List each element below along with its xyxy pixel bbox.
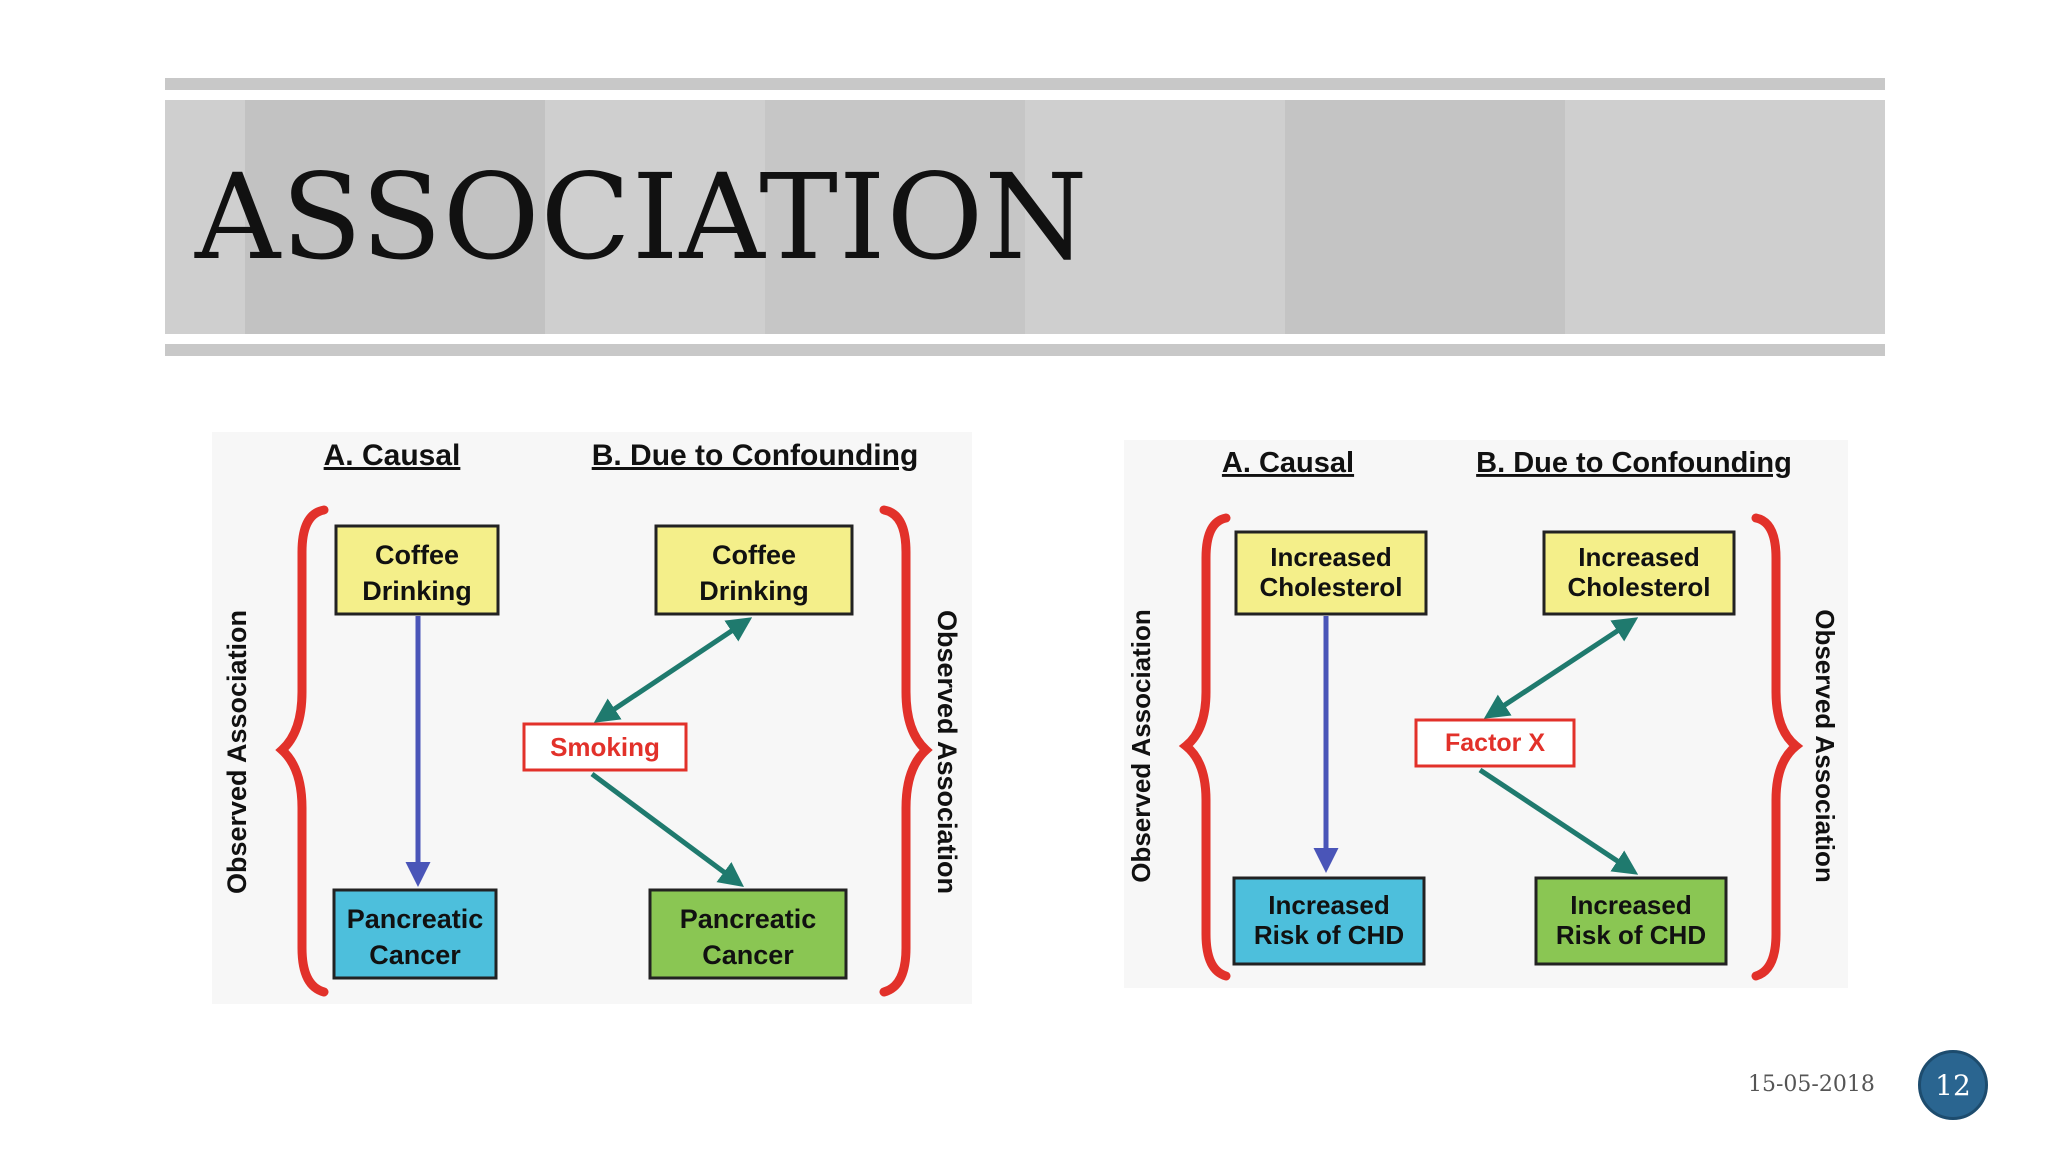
box-confound-bottom-line1: Increased — [1570, 890, 1691, 920]
side-label-right: Observed Association — [932, 610, 962, 894]
slide-title: ASSOCIATION — [195, 148, 1089, 286]
right-brace — [1751, 513, 1804, 981]
title-band-background — [165, 78, 1885, 356]
box-confound-bottom — [648, 888, 848, 980]
left-brace — [1178, 513, 1231, 981]
box-causal-bottom-line2: Cancer — [369, 940, 461, 970]
slide-date: 15-05-2018 — [1748, 1072, 1875, 1097]
box-confound-top — [1542, 530, 1736, 616]
box-causal-top-line2: Cholesterol — [1259, 572, 1402, 602]
box-causal-top — [1234, 530, 1428, 616]
diagram-cholesterol-canvas: A. Causal B. Due to Confounding Observed… — [1124, 440, 1848, 988]
box-causal-bottom — [332, 888, 498, 980]
box-causal-top-line2: Drinking — [362, 576, 472, 606]
diagram-cholesterol: A. Causal B. Due to Confounding Observed… — [1124, 440, 1848, 988]
heading-causal: A. Causal — [324, 439, 461, 472]
box-confounder-label: Smoking — [550, 732, 660, 762]
heading-causal: A. Causal — [1222, 447, 1354, 479]
box-confounder — [522, 722, 688, 772]
box-causal-bottom — [1232, 876, 1426, 966]
confound-arrow-down — [1478, 767, 1639, 875]
heading-confounding: B. Due to Confounding — [592, 439, 919, 472]
box-causal-top-line1: Increased — [1270, 542, 1391, 572]
title-band: ASSOCIATION — [165, 78, 1885, 356]
box-causal-bottom-line1: Increased — [1268, 890, 1389, 920]
box-confound-top-line1: Increased — [1578, 542, 1699, 572]
box-confound-bottom — [1534, 876, 1728, 966]
side-label-right: Observed Association — [1810, 609, 1840, 883]
box-confound-top — [654, 524, 854, 616]
box-confound-top-line1: Coffee — [712, 540, 796, 570]
box-causal-top-line1: Coffee — [375, 540, 459, 570]
confound-arrow-up — [593, 617, 753, 723]
diagram-background — [212, 432, 972, 1004]
box-causal-bottom-line2: Risk of CHD — [1254, 920, 1404, 950]
box-causal-bottom-line1: Pancreatic — [347, 904, 484, 934]
diagram-coffee-canvas: A. Causal B. Due to Confounding Observed… — [212, 432, 972, 1004]
box-confound-top-line2: Drinking — [699, 576, 809, 606]
box-confounder-label: Factor X — [1445, 729, 1545, 757]
side-label-left: Observed Association — [222, 610, 252, 894]
left-brace — [275, 505, 329, 997]
page-number-badge: 12 — [1918, 1050, 1988, 1120]
heading-confounding: B. Due to Confounding — [1476, 447, 1792, 479]
side-label-left: Observed Association — [1126, 609, 1156, 883]
box-confounder — [1414, 718, 1576, 768]
box-confound-bottom-line2: Risk of CHD — [1556, 920, 1706, 950]
box-confound-top-line2: Cholesterol — [1567, 572, 1710, 602]
diagram-coffee: A. Causal B. Due to Confounding Observed… — [212, 432, 972, 1004]
confound-arrow-down — [590, 771, 745, 887]
box-causal-top — [334, 524, 500, 616]
confound-arrow-up — [1483, 617, 1639, 719]
box-confound-bottom-line1: Pancreatic — [680, 904, 817, 934]
right-brace — [879, 505, 933, 997]
box-confound-bottom-line2: Cancer — [702, 940, 794, 970]
